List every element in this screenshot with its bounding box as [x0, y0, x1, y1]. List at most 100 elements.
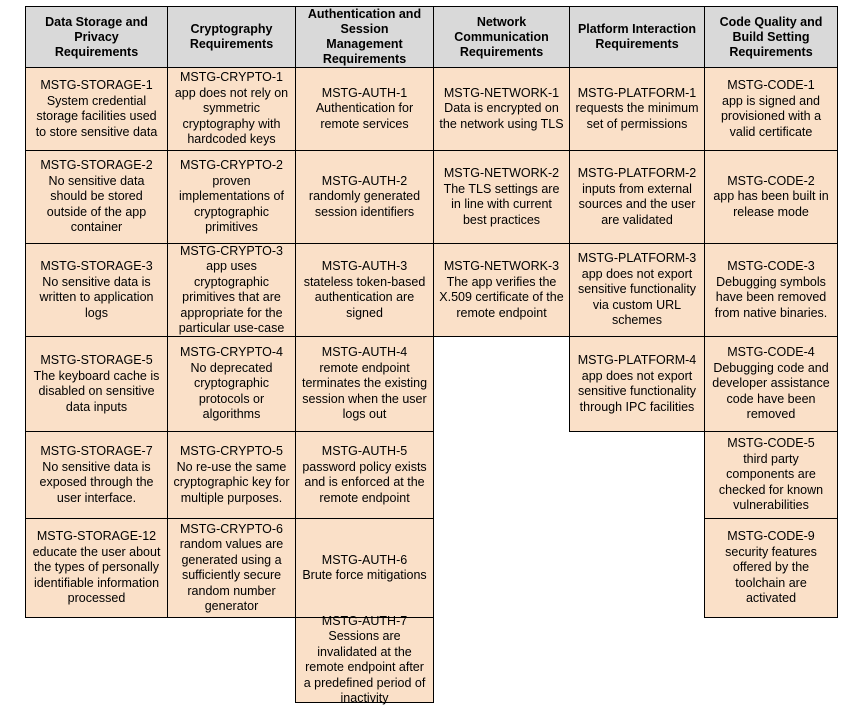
requirement-cell: MSTG-NETWORK-1 Data is encrypted on the …	[433, 67, 570, 151]
requirement-id: MSTG-CRYPTO-6	[179, 521, 284, 536]
requirement-cell: MSTG-AUTH-6 Brute force mitigations	[295, 518, 434, 618]
requirement-description: app has been built in release mode	[713, 189, 829, 219]
column-data-storage: Data Storage and Privacy Requirements MS…	[25, 6, 168, 618]
column-header-code-quality: Code Quality and Build Setting Requireme…	[704, 6, 838, 68]
column-platform: Platform Interaction Requirements MSTG-P…	[569, 6, 705, 432]
requirement-description: The keyboard cache is disabled on sensit…	[33, 368, 160, 414]
requirement-id: MSTG-AUTH-2	[321, 173, 408, 188]
requirement-description: educate the user about the types of pers…	[32, 544, 161, 606]
requirement-description: app does not export sensitive functional…	[577, 368, 697, 414]
requirement-id: MSTG-AUTH-6	[321, 552, 408, 567]
requirement-cell: MSTG-CODE-1 app is signed and provisione…	[704, 67, 838, 151]
requirement-description: Data is encrypted on the network using T…	[439, 101, 564, 131]
requirement-cell: MSTG-CRYPTO-5 No re-use the same cryptog…	[167, 431, 296, 519]
requirement-description: Debugging code and developer assistance …	[712, 360, 830, 422]
requirement-id: MSTG-CODE-4	[727, 345, 815, 360]
column-cryptography: Cryptography Requirements MSTG-CRYPTO-1 …	[167, 6, 296, 618]
requirement-id: MSTG-CODE-9	[727, 529, 815, 544]
column-header-platform: Platform Interaction Requirements	[569, 6, 705, 68]
requirement-description: Debugging symbols have been removed from…	[714, 274, 828, 320]
column-header-cryptography: Cryptography Requirements	[167, 6, 296, 68]
requirement-cell: MSTG-NETWORK-3 The app verifies the X.50…	[433, 243, 570, 337]
requirement-id: MSTG-PLATFORM-3	[577, 251, 697, 266]
requirement-cell: MSTG-PLATFORM-1 requests the minimum set…	[569, 67, 705, 151]
requirement-id: MSTG-STORAGE-12	[36, 529, 157, 544]
requirement-description: proven implementations of cryptographic …	[179, 173, 284, 235]
requirement-id: MSTG-AUTH-3	[321, 259, 408, 273]
requirement-cell: MSTG-CRYPTO-2 proven implementations of …	[167, 150, 296, 244]
requirement-id: MSTG-PLATFORM-2	[577, 166, 697, 180]
requirement-id: MSTG-NETWORK-3	[443, 259, 560, 273]
requirement-id: MSTG-STORAGE-3	[40, 259, 153, 273]
requirement-description: random values are generated using a suff…	[179, 537, 284, 613]
requirement-description: app does not rely on symmetric cryptogra…	[174, 85, 289, 147]
requirement-description: app uses cryptographic primitives that a…	[178, 259, 285, 335]
requirement-cell: MSTG-CRYPTO-3 app uses cryptographic pri…	[167, 243, 296, 337]
requirement-description: No sensitive data is written to applicat…	[39, 274, 154, 320]
requirement-id: MSTG-PLATFORM-1	[577, 85, 697, 100]
requirement-description: Brute force mitigations	[302, 568, 427, 582]
requirement-id: MSTG-CODE-3	[727, 259, 815, 273]
column-header-authentication: Authentication and Session Management Re…	[295, 6, 434, 68]
requirement-description: stateless token-based authentication are…	[303, 274, 426, 320]
requirement-cell: MSTG-STORAGE-7 No sensitive data is expo…	[25, 431, 168, 519]
requirement-description: password policy exists and is enforced a…	[302, 459, 427, 505]
requirement-id: MSTG-NETWORK-1	[443, 85, 560, 100]
requirement-cell: MSTG-AUTH-2 randomly generated session i…	[295, 150, 434, 244]
requirement-id: MSTG-AUTH-1	[321, 85, 408, 100]
requirement-id: MSTG-CRYPTO-1	[179, 70, 284, 85]
requirement-description: The app verifies the X.509 certificate o…	[439, 274, 564, 320]
requirement-id: MSTG-CODE-5	[727, 436, 815, 451]
requirement-description: requests the minimum set of permissions	[575, 101, 699, 131]
requirement-cell: MSTG-STORAGE-3 No sensitive data is writ…	[25, 243, 168, 337]
requirement-cell: MSTG-STORAGE-1 System credential storage…	[25, 67, 168, 151]
requirement-id: MSTG-CRYPTO-2	[179, 158, 284, 173]
requirement-cell: MSTG-AUTH-5 password policy exists and i…	[295, 431, 434, 519]
requirement-cell: MSTG-CRYPTO-1 app does not rely on symme…	[167, 67, 296, 151]
requirement-cell: MSTG-STORAGE-2 No sensitive data should …	[25, 150, 168, 244]
requirement-description: No sensitive data should be stored outsi…	[46, 173, 147, 235]
requirement-cell: MSTG-AUTH-3 stateless token-based authen…	[295, 243, 434, 337]
column-header-network: Network Communication Requirements	[433, 6, 570, 68]
requirement-id: MSTG-STORAGE-1	[40, 78, 153, 92]
requirement-cell: MSTG-AUTH-4 remote endpoint terminates t…	[295, 336, 434, 432]
column-header-data-storage: Data Storage and Privacy Requirements	[25, 6, 168, 68]
requirement-description: System credential storage facilities use…	[35, 93, 158, 139]
requirement-cell: MSTG-STORAGE-12 educate the user about t…	[25, 518, 168, 618]
requirement-description: Authentication for remote services	[315, 101, 414, 131]
requirement-cell: MSTG-PLATFORM-4 app does not export sens…	[569, 336, 705, 432]
requirement-description: remote endpoint terminates the existing …	[301, 360, 428, 422]
requirement-id: MSTG-AUTH-7	[321, 613, 408, 628]
requirement-id: MSTG-PLATFORM-4	[577, 353, 697, 367]
requirement-cell: MSTG-PLATFORM-2 inputs from external sou…	[569, 150, 705, 244]
requirement-id: MSTG-AUTH-5	[321, 444, 408, 458]
requirement-description: The TLS settings are in line with curren…	[443, 181, 560, 227]
requirement-id: MSTG-CODE-2	[727, 173, 815, 188]
requirement-cell: MSTG-CRYPTO-4 No deprecated cryptographi…	[167, 336, 296, 432]
requirement-cell: MSTG-NETWORK-2 The TLS settings are in l…	[433, 150, 570, 244]
requirement-id: MSTG-STORAGE-7	[40, 444, 153, 458]
requirement-id: MSTG-CRYPTO-4	[179, 345, 284, 360]
requirement-cell: MSTG-CODE-3 Debugging symbols have been …	[704, 243, 838, 337]
requirement-description: No deprecated cryptographic protocols or…	[190, 360, 273, 422]
column-code-quality: Code Quality and Build Setting Requireme…	[704, 6, 838, 618]
requirement-id: MSTG-STORAGE-2	[40, 158, 153, 173]
requirement-description: No sensitive data is exposed through the…	[39, 459, 154, 505]
requirement-cell: MSTG-CRYPTO-6 random values are generate…	[167, 518, 296, 618]
requirement-cell: MSTG-CODE-9 security features offered by…	[704, 518, 838, 618]
requirement-id: MSTG-CRYPTO-3	[179, 243, 284, 258]
column-network: Network Communication Requirements MSTG-…	[433, 6, 570, 337]
requirement-cell: MSTG-CODE-2 app has been built in releas…	[704, 150, 838, 244]
requirement-id: MSTG-AUTH-4	[321, 345, 408, 360]
requirement-description: Sessions are invalidated at the remote e…	[303, 629, 426, 705]
requirement-cell: MSTG-PLATFORM-3 app does not export sens…	[569, 243, 705, 337]
requirement-id: MSTG-CODE-1	[727, 78, 815, 92]
requirement-description: inputs from external sources and the use…	[578, 181, 696, 227]
requirements-matrix: Data Storage and Privacy Requirements MS…	[25, 6, 838, 705]
requirement-id: MSTG-STORAGE-5	[40, 353, 153, 367]
requirement-description: No re-use the same cryptographic key for…	[173, 459, 290, 505]
requirement-cell: MSTG-CODE-5 third party components are c…	[704, 431, 838, 519]
requirement-id: MSTG-CRYPTO-5	[179, 444, 284, 458]
requirement-cell: MSTG-STORAGE-5 The keyboard cache is dis…	[25, 336, 168, 432]
column-authentication: Authentication and Session Management Re…	[295, 6, 434, 705]
